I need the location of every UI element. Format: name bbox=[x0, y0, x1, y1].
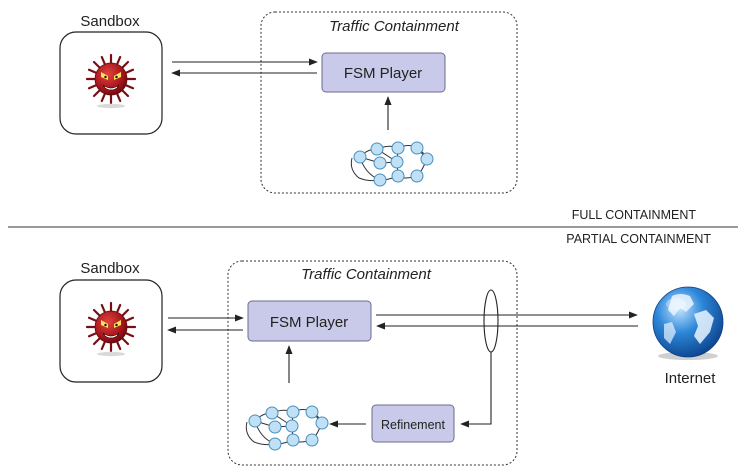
full-containment-label: FULL CONTAINMENT bbox=[572, 208, 697, 222]
refinement-label: Refinement bbox=[381, 418, 445, 432]
globe-icon bbox=[652, 286, 724, 360]
full-sandbox-label: Sandbox bbox=[80, 13, 140, 30]
partial-containment-label: PARTIAL CONTAINMENT bbox=[566, 232, 711, 246]
partial-fsm-graph-icon bbox=[246, 406, 328, 450]
full-containment-section: Sandbox Traffic Containment FSM Player bbox=[59, 11, 518, 194]
full-fsm-player-box bbox=[321, 52, 446, 93]
tap-to-refinement-arrow bbox=[460, 352, 492, 428]
partial-fsm-player-label: FSM Player bbox=[270, 314, 348, 331]
partial-containment-section: Sandbox Traffic Containment FSM Player R… bbox=[59, 260, 724, 466]
partial-traffic-containment-title: Traffic Containment bbox=[301, 266, 432, 283]
full-fsm-graph-icon bbox=[351, 142, 433, 186]
section-divider: FULL CONTAINMENT PARTIAL CONTAINMENT bbox=[8, 208, 738, 246]
internet-label: Internet bbox=[665, 370, 717, 387]
partial-fsm-player-box bbox=[247, 300, 372, 342]
traffic-tap-ellipse bbox=[483, 289, 499, 353]
partial-sandbox-label: Sandbox bbox=[80, 260, 140, 277]
full-traffic-containment-box bbox=[260, 11, 518, 194]
full-fsm-player-label: FSM Player bbox=[344, 65, 422, 82]
full-traffic-containment-title: Traffic Containment bbox=[329, 18, 460, 35]
refinement-box bbox=[371, 404, 455, 443]
